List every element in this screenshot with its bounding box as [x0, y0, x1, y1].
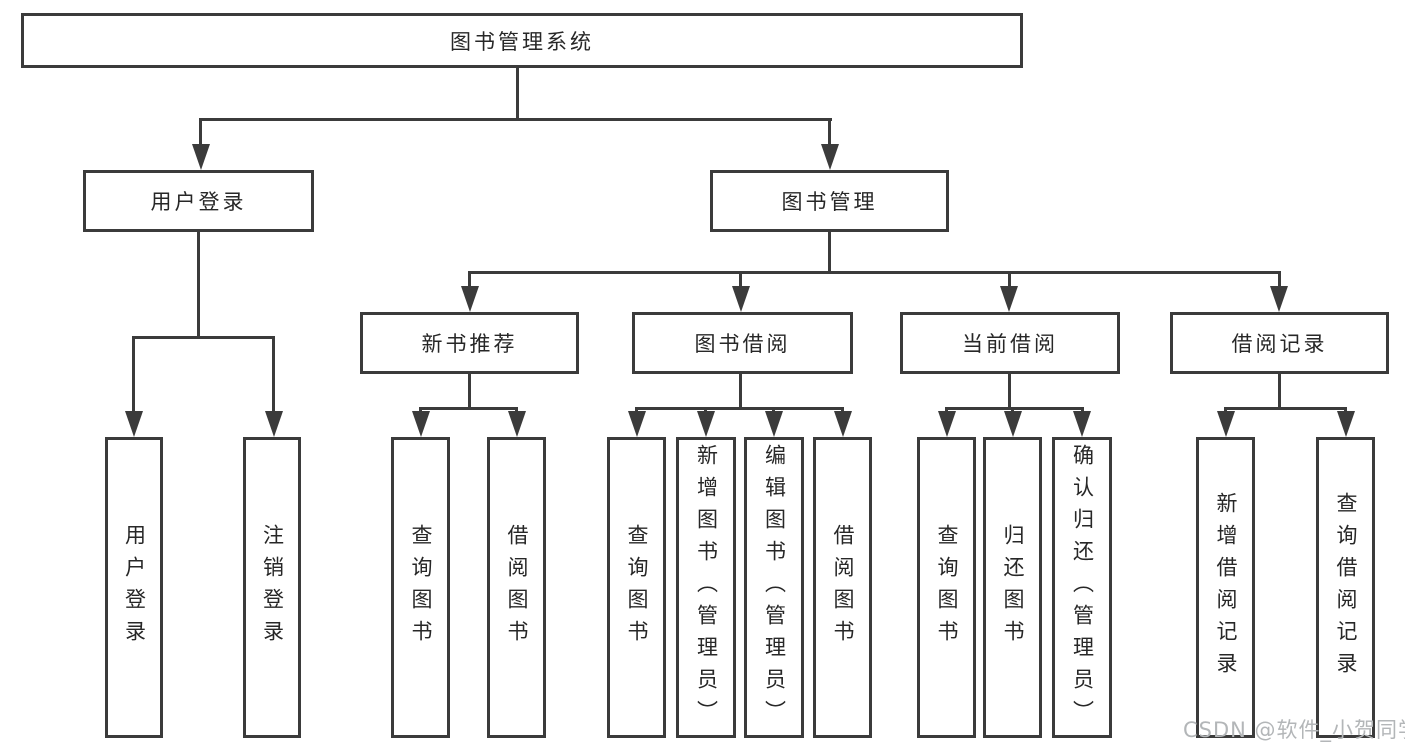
node-label: 用户登录: [122, 523, 147, 652]
connector-line: [132, 336, 135, 413]
connector-line: [515, 407, 518, 413]
arrowhead-down-icon: [834, 411, 852, 437]
connector-line: [945, 407, 948, 413]
connector-line: [272, 336, 275, 413]
node-label: 新增借阅记录: [1214, 491, 1238, 684]
connector-line: [1008, 374, 1011, 407]
arrowhead-down-icon: [697, 411, 715, 437]
connector-line: [1008, 271, 1011, 288]
node-label: 查询图书: [409, 523, 433, 652]
connector-line: [841, 407, 844, 413]
node-label: 查询图书: [935, 523, 959, 652]
leaf-user-login: 用户登录: [105, 437, 163, 738]
connector-line: [1224, 407, 1227, 413]
leaf-borrow-books-recommend: 借阅图书: [487, 437, 546, 738]
arrowhead-down-icon: [125, 411, 143, 437]
arrowhead-down-icon: [1004, 411, 1022, 437]
connector-line: [828, 232, 831, 271]
node-label: 借阅记录: [1231, 332, 1328, 356]
connector-line: [704, 407, 707, 413]
arrowhead-down-icon: [628, 411, 646, 437]
leaf-query-books-current: 查询图书: [917, 437, 976, 738]
connector-line: [772, 407, 775, 413]
connector-line: [739, 374, 742, 407]
arrowhead-down-icon: [821, 144, 839, 170]
node-label: 新增图书（管理员）: [694, 443, 719, 732]
node-book-borrowing: 图书借阅: [632, 312, 853, 374]
arrowhead-down-icon: [1270, 286, 1288, 312]
connector-line: [635, 407, 638, 413]
connector-line: [1011, 407, 1014, 413]
connector-line: [419, 407, 422, 413]
node-new-book-recommendation: 新书推荐: [360, 312, 579, 374]
connector-line: [1081, 407, 1084, 413]
arrowhead-down-icon: [1000, 286, 1018, 312]
arrowhead-down-icon: [192, 144, 210, 170]
watermark: CSDN @软件_小贺同学: [1183, 718, 1405, 742]
leaf-logout: 注销登录: [243, 437, 301, 738]
node-label: 借阅图书: [831, 523, 855, 652]
node-user-login: 用户登录: [83, 170, 314, 232]
connector-line: [132, 336, 275, 339]
leaf-query-books-recommend: 查询图书: [391, 437, 450, 738]
connector-line: [468, 374, 471, 407]
connector-line: [197, 232, 200, 336]
node-label: 编辑图书（管理员）: [762, 443, 787, 732]
node-label: 查询图书: [625, 523, 649, 652]
connector-line: [739, 271, 742, 288]
connector-line: [1224, 407, 1347, 410]
node-book-management: 图书管理: [710, 170, 949, 232]
leaf-add-borrow-record: 新增借阅记录: [1196, 437, 1255, 738]
connector-line: [516, 68, 519, 118]
arrowhead-down-icon: [765, 411, 783, 437]
connector-line: [635, 407, 843, 410]
node-label: 确认归还（管理员）: [1070, 443, 1095, 732]
arrowhead-down-icon: [732, 286, 750, 312]
leaf-confirm-return-admin: 确认归还（管理员）: [1052, 437, 1112, 738]
node-label: 图书管理系统: [450, 29, 594, 54]
arrowhead-down-icon: [508, 411, 526, 437]
connector-line: [199, 118, 202, 146]
node-label: 新书推荐: [421, 332, 518, 356]
connector-line: [199, 118, 832, 121]
connector-line: [1278, 271, 1281, 288]
node-borrowing-records: 借阅记录: [1170, 312, 1389, 374]
connector-line: [828, 118, 831, 146]
node-label: 用户登录: [150, 190, 247, 214]
connector-line: [468, 271, 1281, 274]
arrowhead-down-icon: [412, 411, 430, 437]
node-label: 查询借阅记录: [1334, 491, 1358, 684]
leaf-borrow-books: 借阅图书: [813, 437, 872, 738]
connector-line: [419, 407, 518, 410]
node-label: 归还图书: [1001, 523, 1025, 652]
leaf-return-book: 归还图书: [983, 437, 1042, 738]
connector-line: [1278, 374, 1281, 407]
node-label: 图书管理: [781, 190, 878, 214]
leaf-edit-book-admin: 编辑图书（管理员）: [744, 437, 804, 738]
connector-line: [945, 407, 1084, 410]
node-label: 注销登录: [260, 523, 285, 652]
node-current-borrowing: 当前借阅: [900, 312, 1120, 374]
leaf-add-book-admin: 新增图书（管理员）: [676, 437, 736, 738]
node-library-management-system: 图书管理系统: [21, 13, 1023, 68]
arrowhead-down-icon: [938, 411, 956, 437]
arrowhead-down-icon: [1217, 411, 1235, 437]
arrowhead-down-icon: [1337, 411, 1355, 437]
leaf-query-borrow-record: 查询借阅记录: [1316, 437, 1375, 738]
node-label: 当前借阅: [962, 332, 1058, 356]
connector-line: [1344, 407, 1347, 413]
node-label: 借阅图书: [505, 523, 529, 652]
connector-line: [468, 271, 471, 288]
arrowhead-down-icon: [265, 411, 283, 437]
arrowhead-down-icon: [461, 286, 479, 312]
node-label: 图书借阅: [694, 332, 791, 356]
leaf-query-books-borrow: 查询图书: [607, 437, 666, 738]
arrowhead-down-icon: [1073, 411, 1091, 437]
